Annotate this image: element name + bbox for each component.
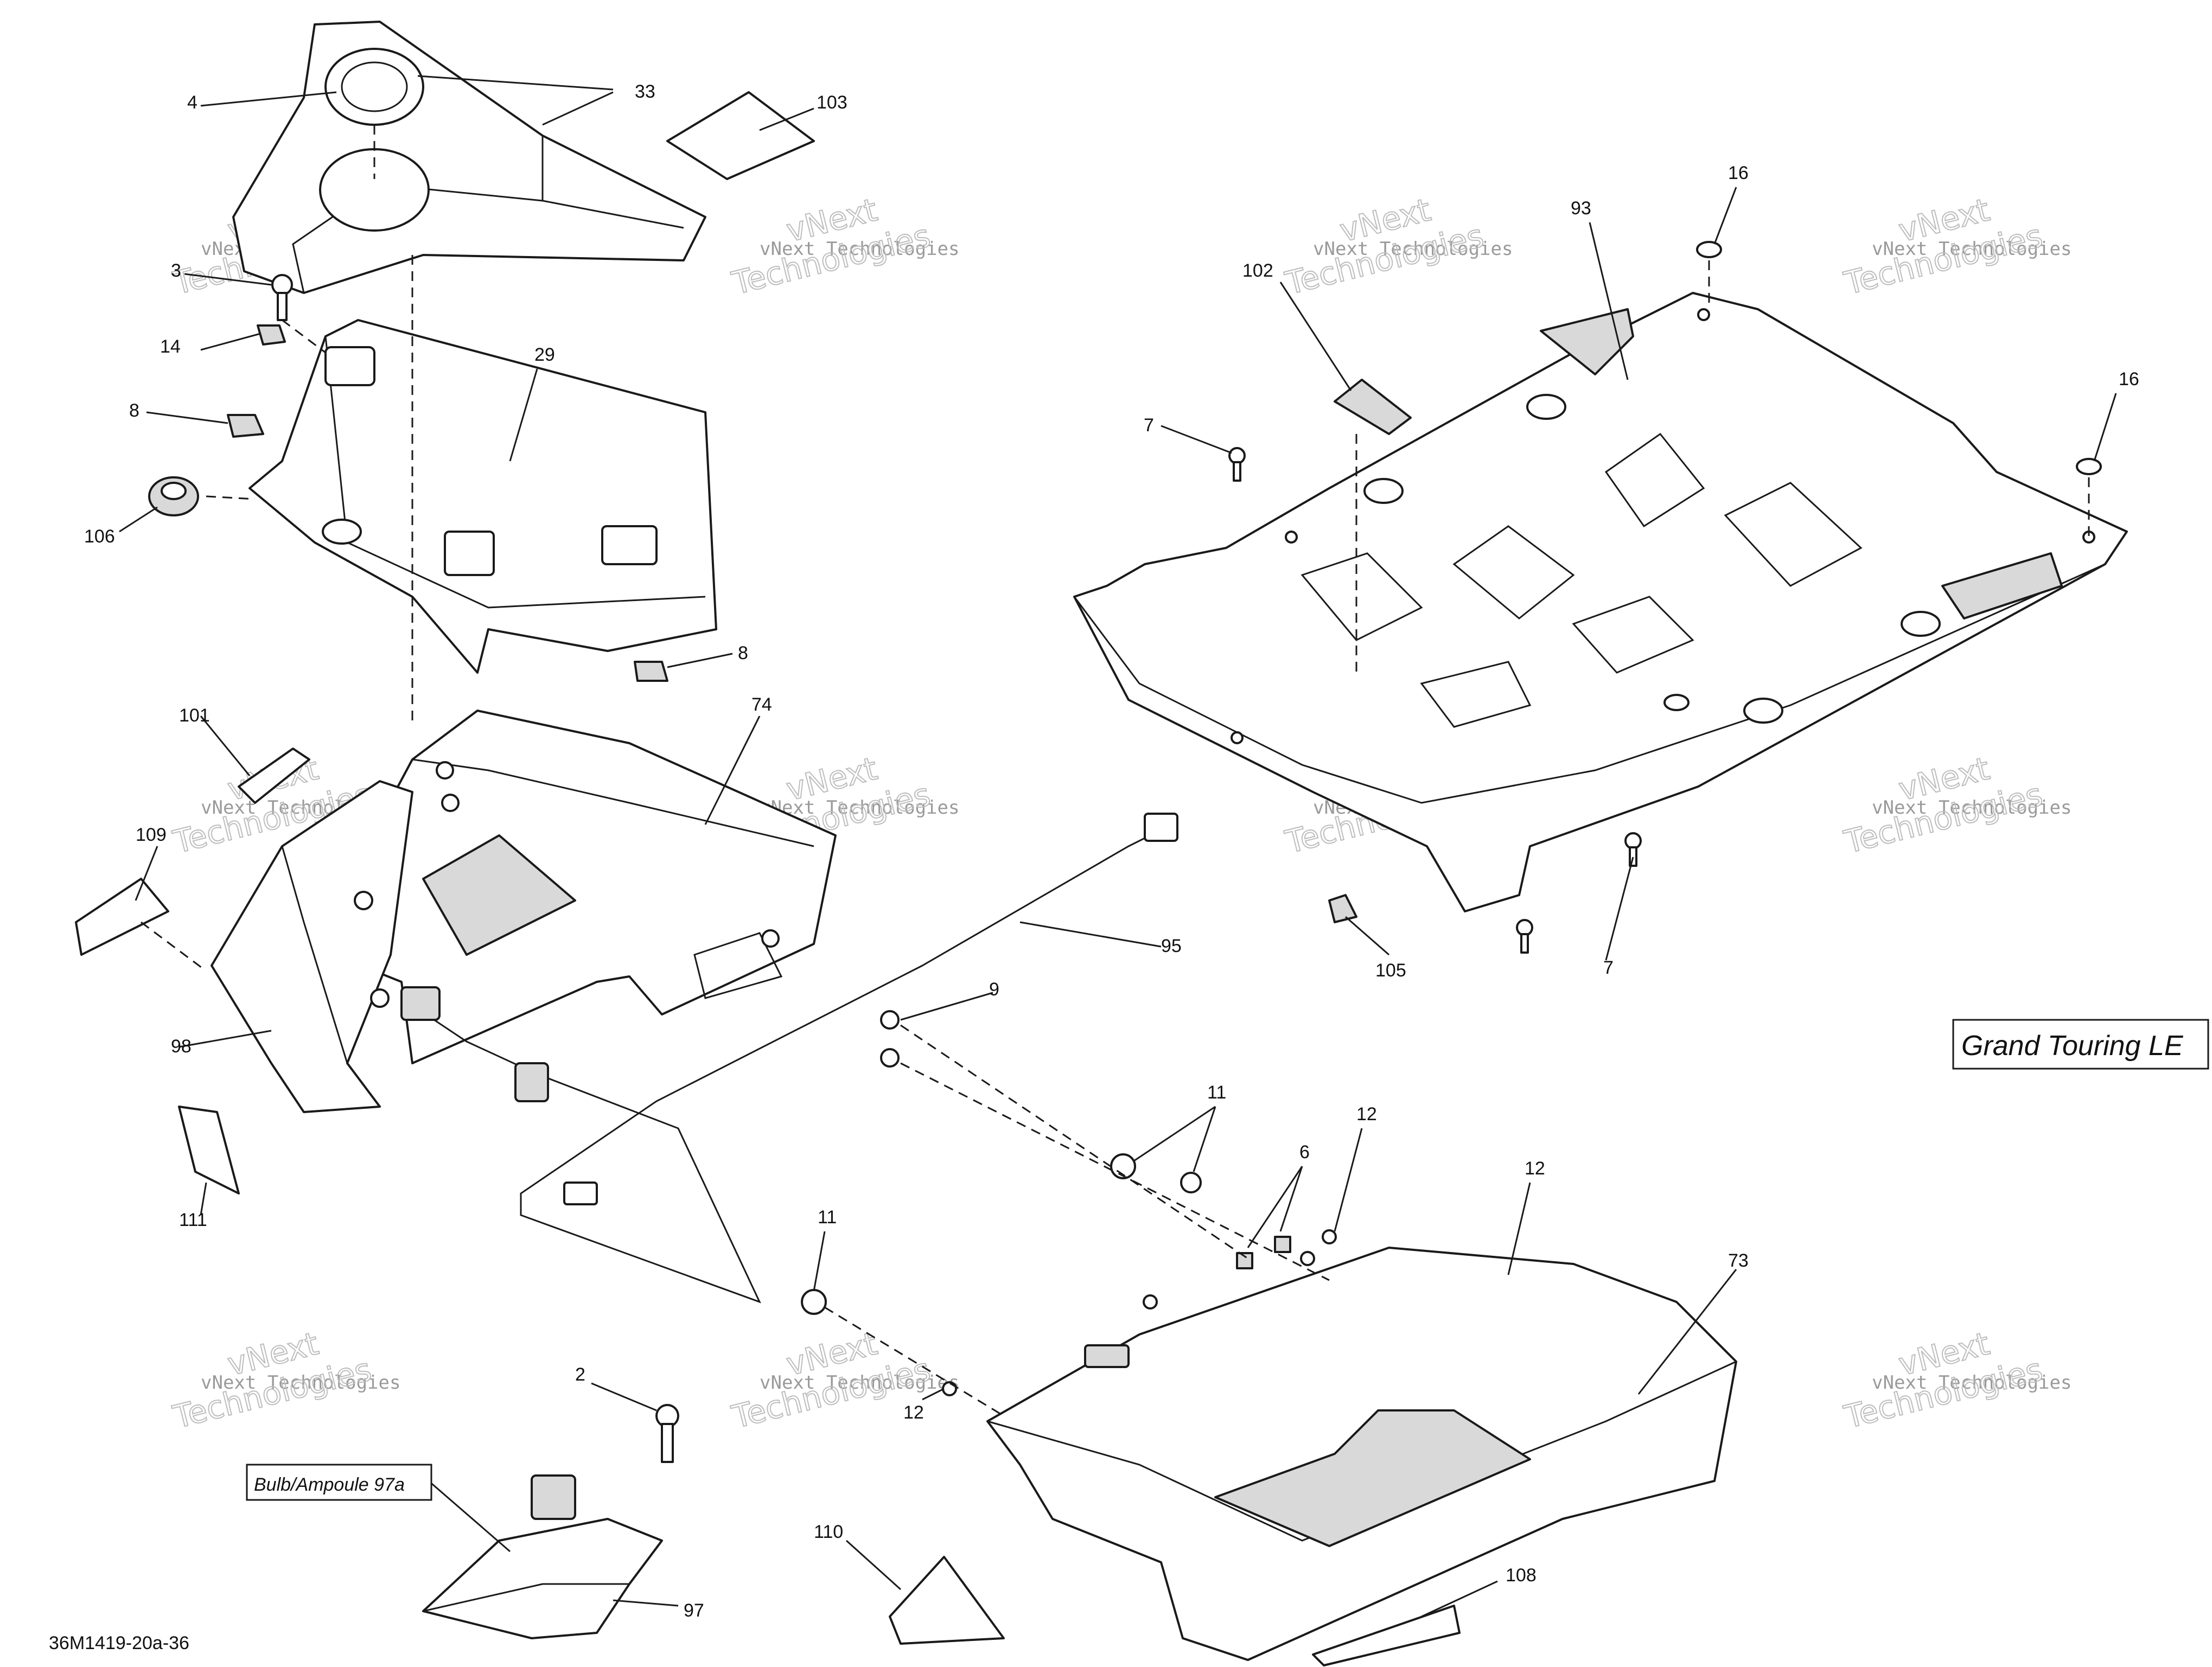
model-label-box: Grand Touring LE [1952,1019,2209,1070]
callout-8b: 8 [738,643,748,663]
callout-73: 73 [1728,1250,1749,1271]
callout-102: 102 [1242,260,1273,281]
callout-7b: 7 [1603,957,1614,978]
part-top-cover [232,21,706,294]
callout-98: 98 [171,1036,192,1057]
callout-101: 101 [179,705,210,726]
callout-14: 14 [160,336,181,357]
callout-29: 29 [534,344,555,365]
watermark: vNext Technologies Technologies vNext [1840,190,2071,302]
assembly-lines [141,125,2090,1417]
part-screw-7 [1228,447,1642,954]
callout-108: 108 [1506,1565,1537,1586]
callout-12: 12 [1356,1104,1377,1125]
watermark-text: vNext Technologies [760,797,959,819]
watermark-text: vNext Technologies [760,238,959,260]
callout-12c: 12 [903,1402,924,1423]
part-console [324,710,837,1064]
watermark-text: vNext Technologies [1313,238,1513,260]
emblem-icon [324,48,424,126]
part-light-97 [422,1474,663,1639]
callout-4: 4 [187,92,197,113]
bulb-label: Bulb/Ampoule 97a [254,1474,405,1495]
part-clip-8 [227,414,264,438]
callout-11: 11 [1207,1082,1226,1103]
watermark: vNext Technologies Technologies vNext [728,190,959,302]
part-clip-8b [634,661,668,682]
part-screw-3 [271,274,293,321]
bulb-label-box: Bulb/Ampoule 97a [246,1464,432,1501]
part-decal-108 [1312,1605,1461,1666]
watermark: vNext Technologies Technologies vNext [1840,1324,2071,1436]
callout-6: 6 [1299,1142,1310,1163]
leader-lines [119,75,2117,1618]
callout-3: 3 [171,260,181,281]
watermark-text: vNext Technologies [1872,1372,2071,1394]
callout-95: 95 [1161,936,1182,956]
part-decal-101 [238,748,310,804]
callout-8: 8 [129,400,139,421]
part-clip-105 [1328,894,1357,923]
callout-11b: 11 [818,1207,837,1228]
part-taillight-housing [211,780,413,1113]
callout-110: 110 [814,1522,843,1542]
callout-12b: 12 [1525,1158,1545,1179]
part-decal-102 [1334,379,1412,435]
watermark-text: vNext Technologies [760,1372,959,1394]
model-label: Grand Touring LE [1961,1030,2184,1062]
watermark-text: vNext Technologies [1872,238,2071,260]
callout-33: 33 [635,81,655,102]
part-decal-109 [75,878,169,956]
watermark: vNext Technologies Technologies vNext [728,1324,959,1436]
callout-93: 93 [1571,198,1591,219]
part-decal-110 [889,1556,1005,1645]
callout-109: 109 [136,825,167,845]
part-rivet-16 [1663,241,2102,711]
watermark: vNext Technologies Technologies vNext [169,1324,400,1436]
part-grommet [148,476,199,516]
callout-7: 7 [1144,415,1154,436]
callout-105: 105 [1375,960,1406,981]
watermark: vNext Technologies Technologies vNext [1840,749,2071,861]
part-decal-111 [178,1106,240,1195]
part-wiring-harness [400,813,1178,1304]
callout-16: 16 [1728,163,1749,183]
callout-103: 103 [817,92,847,113]
callout-2: 2 [575,1364,585,1385]
part-housing [248,319,717,674]
part-seat-base [986,1247,1737,1661]
callout-layer: 4 33 103 3 14 29 8 106 8 102 93 16 16 7 … [84,81,2139,1621]
part-bolt-2 [655,1404,679,1463]
callout-9: 9 [989,979,999,1000]
part-clip-14 [257,324,286,346]
watermark-text: vNext Technologies [1872,797,2071,819]
callout-97: 97 [684,1600,704,1621]
callout-106: 106 [84,526,115,547]
callout-111: 111 [179,1210,207,1230]
part-bottom-pan [1073,292,2128,912]
callout-74: 74 [751,694,772,715]
watermark-text: vNext Technologies [201,1372,400,1394]
drawing-id: 36M1419-20a-36 [49,1633,189,1653]
part-decal-103 [666,91,815,180]
callout-16b: 16 [2119,369,2139,389]
watermark: vNext Technologies Technologies vNext [1281,190,1513,302]
